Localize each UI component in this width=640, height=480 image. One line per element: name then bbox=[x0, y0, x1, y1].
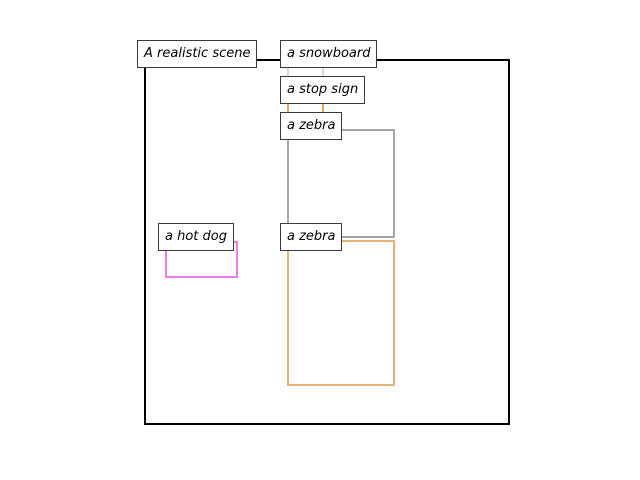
zebra-upper-box bbox=[287, 129, 395, 238]
stop-sign-label: a stop sign bbox=[280, 76, 366, 104]
hot-dog-label: a hot dog bbox=[158, 223, 234, 251]
zebra-upper-label: a zebra bbox=[280, 112, 343, 140]
zebra-lower-label: a zebra bbox=[280, 223, 343, 251]
zebra-lower-box bbox=[287, 240, 395, 386]
scene-label: A realistic scene bbox=[137, 40, 258, 68]
snowboard-label: a snowboard bbox=[280, 40, 378, 68]
